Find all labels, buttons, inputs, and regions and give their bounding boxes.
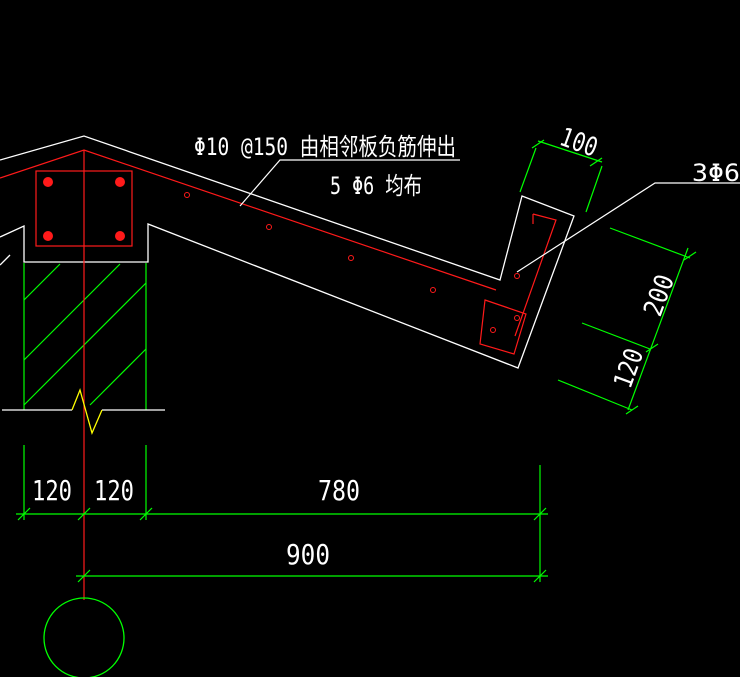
dim-wall-right: 120: [94, 474, 134, 507]
distribution-bars: [184, 192, 520, 333]
axis-circle-icon: [43, 597, 125, 677]
leaders: [239, 159, 740, 273]
dim-upturn-width: 100: [556, 122, 602, 163]
rebar-dots: [43, 177, 125, 241]
wall-hatch: [23, 263, 147, 410]
dim-upturn-height: 200: [638, 271, 681, 321]
rebar: [0, 149, 557, 600]
dimension-lines: [16, 139, 697, 583]
concrete-outline: [0, 135, 575, 411]
dim-wall-left: 120: [32, 474, 72, 507]
distribution-rebar-annotation: 5 Φ6 均布: [330, 172, 422, 200]
break-line-icon: [71, 387, 103, 435]
dim-total: 900: [286, 538, 330, 571]
edge-rebar-annotation: 3Φ6: [692, 159, 740, 187]
main-rebar-annotation: Φ10 @150 由相邻板负筋伸出: [194, 133, 456, 161]
dim-overhang: 780: [318, 474, 360, 507]
dim-slab-thickness: 120: [608, 345, 650, 393]
